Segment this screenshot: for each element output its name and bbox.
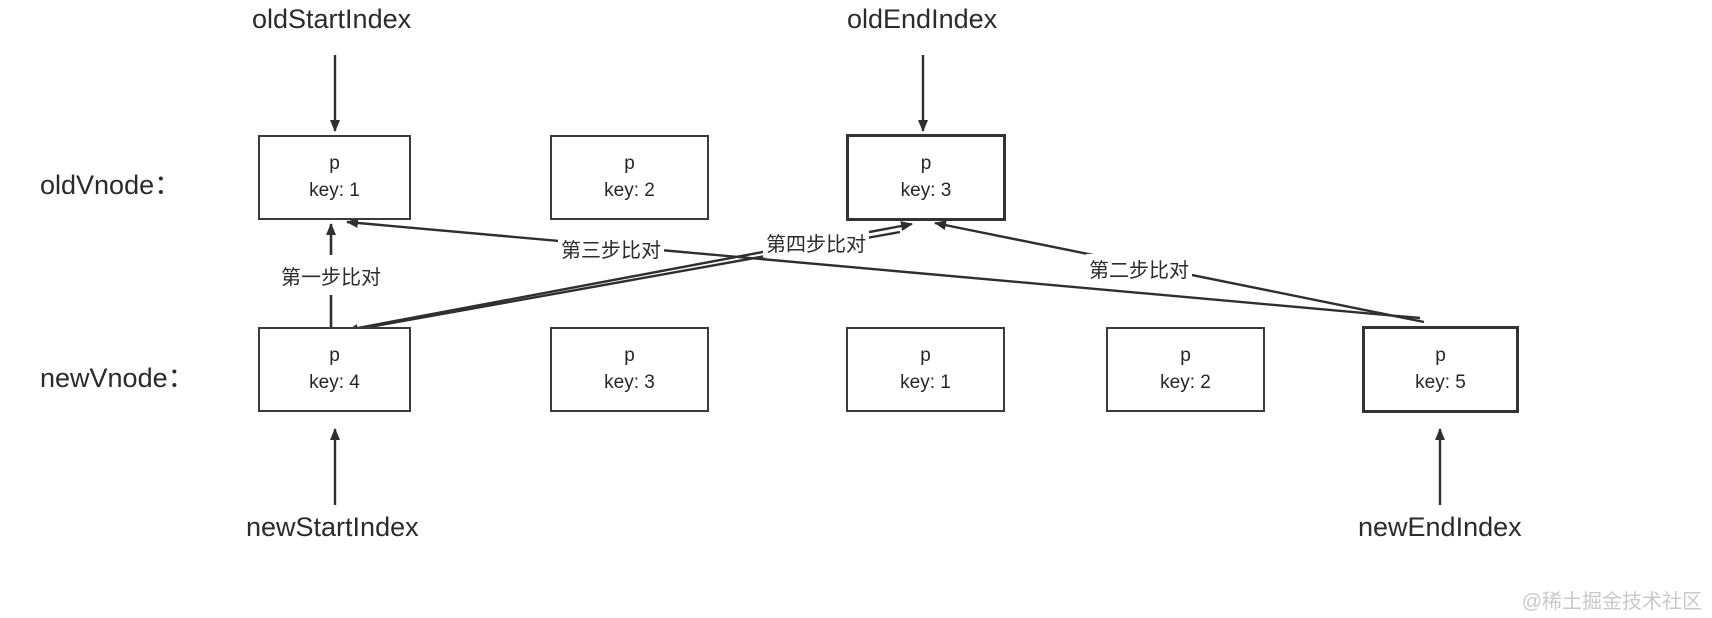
new-vnode-box-3[interactable]: p key: 1 [846, 327, 1005, 412]
row-label-newvnode: newVnode： [40, 363, 195, 393]
old-vnode-box-2[interactable]: p key: 2 [550, 135, 709, 220]
pointer-label-old-end-index: oldEndIndex [847, 4, 998, 34]
row-label-oldvnode: oldVnode： [40, 170, 182, 200]
old-vnode-tag-2: p [624, 153, 635, 175]
pointer-label-new-start-index: newStartIndex [246, 512, 419, 542]
pointer-label-old-start-index: oldStartIndex [252, 4, 412, 34]
step-3-connector [346, 218, 1421, 320]
step-label-4: 第四步比对 [763, 228, 869, 257]
new-vnode-key-4: key: 2 [1160, 371, 1211, 393]
watermark: @稀土掘金技术社区 [1521, 591, 1702, 613]
old-vnode-key-1: key: 1 [309, 179, 360, 201]
new-vnode-tag-5: p [1435, 345, 1446, 367]
old-vnode-tag-1: p [329, 153, 340, 175]
new-vnode-box-5[interactable]: p key: 5 [1362, 326, 1519, 413]
step-label-3: 第三步比对 [558, 234, 664, 263]
step-label-2: 第二步比对 [1086, 254, 1192, 283]
new-vnode-tag-2: p [624, 345, 635, 367]
new-vnode-box-1[interactable]: p key: 4 [258, 327, 411, 412]
new-vnode-tag-4: p [1180, 345, 1191, 367]
new-vnode-key-1: key: 4 [309, 371, 360, 393]
new-vnode-key-2: key: 3 [604, 371, 655, 393]
new-vnode-box-4[interactable]: p key: 2 [1106, 327, 1265, 412]
new-vnode-tag-1: p [329, 345, 340, 367]
new-vnode-box-2[interactable]: p key: 3 [550, 327, 709, 412]
old-vnode-box-3[interactable]: p key: 3 [846, 134, 1006, 221]
pointer-label-new-end-index: newEndIndex [1358, 512, 1522, 542]
old-vnode-key-2: key: 2 [604, 179, 655, 201]
step-label-1: 第一步比对 [278, 261, 384, 290]
old-vnode-key-3: key: 3 [900, 179, 952, 201]
new-vnode-key-3: key: 1 [900, 371, 951, 393]
old-vnode-tag-3: p [920, 153, 932, 175]
new-vnode-tag-3: p [920, 345, 931, 367]
old-vnode-box-1[interactable]: p key: 1 [258, 135, 411, 220]
new-vnode-key-5: key: 5 [1415, 371, 1466, 393]
